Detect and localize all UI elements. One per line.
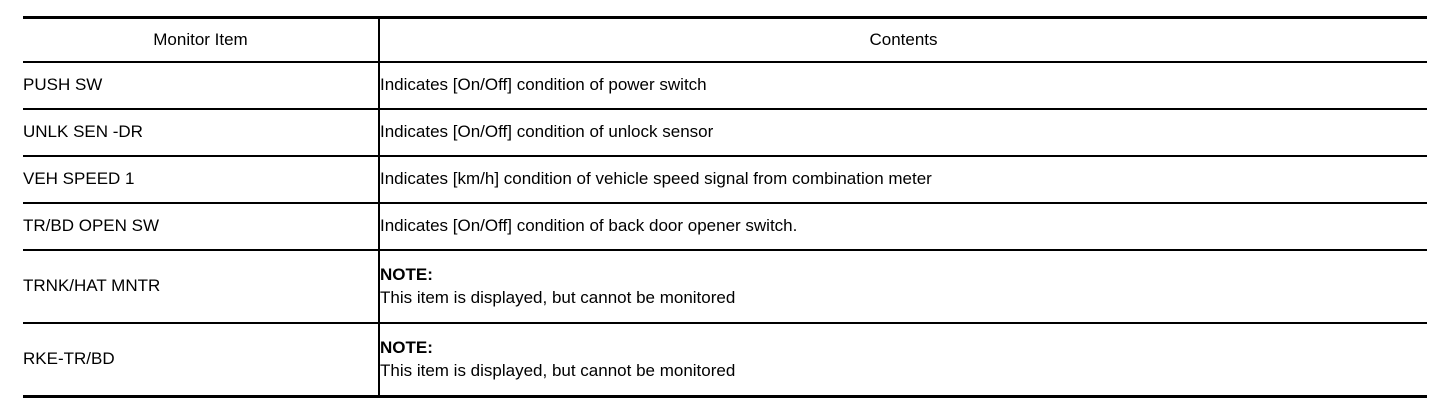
contents-text: Indicates [km/h] condition of vehicle sp… <box>380 169 932 189</box>
cell-monitor-item: RKE-TR/BD <box>23 322 380 397</box>
table-header-row: Monitor Item Contents <box>23 17 1427 63</box>
note-label: NOTE: <box>380 264 433 284</box>
cell-contents: Indicates [km/h] condition of vehicle sp… <box>379 155 1427 203</box>
table-body: PUSH SW Indicates [On/Off] condition of … <box>23 61 1427 397</box>
cell-contents: Indicates [On/Off] condition of unlock s… <box>379 108 1427 156</box>
table-row: TR/BD OPEN SW Indicates [On/Off] conditi… <box>23 202 1427 250</box>
contents-text: Indicates [On/Off] condition of back doo… <box>380 216 798 236</box>
contents-text: Indicates [On/Off] condition of power sw… <box>380 75 707 95</box>
cell-monitor-item: UNLK SEN -DR <box>23 108 380 156</box>
cell-contents: Indicates [On/Off] condition of power sw… <box>379 61 1427 109</box>
table-row: PUSH SW Indicates [On/Off] condition of … <box>23 61 1427 109</box>
table-row: UNLK SEN -DR Indicates [On/Off] conditio… <box>23 108 1427 156</box>
column-header-monitor-item: Monitor Item <box>23 17 380 63</box>
table-row: VEH SPEED 1 Indicates [km/h] condition o… <box>23 155 1427 203</box>
cell-monitor-item: VEH SPEED 1 <box>23 155 380 203</box>
cell-monitor-item: TRNK/HAT MNTR <box>23 249 380 323</box>
cell-contents: NOTE: This item is displayed, but cannot… <box>379 249 1427 323</box>
monitor-item-table-container: Monitor Item Contents PUSH SW Indicates … <box>23 16 1427 398</box>
contents-text: Indicates [On/Off] condition of unlock s… <box>380 122 714 142</box>
cell-monitor-item: TR/BD OPEN SW <box>23 202 380 250</box>
note-body: This item is displayed, but cannot be mo… <box>380 287 736 307</box>
table-row: RKE-TR/BD NOTE: This item is displayed, … <box>23 322 1427 397</box>
monitor-item-table: Monitor Item Contents PUSH SW Indicates … <box>23 16 1427 398</box>
cell-contents: NOTE: This item is displayed, but cannot… <box>379 322 1427 397</box>
table-row: TRNK/HAT MNTR NOTE: This item is display… <box>23 249 1427 323</box>
column-header-contents: Contents <box>379 17 1427 63</box>
cell-contents: Indicates [On/Off] condition of back doo… <box>379 202 1427 250</box>
table-header: Monitor Item Contents <box>23 17 1427 63</box>
note-label: NOTE: <box>380 337 433 357</box>
cell-monitor-item: PUSH SW <box>23 61 380 109</box>
note-body: This item is displayed, but cannot be mo… <box>380 360 736 380</box>
